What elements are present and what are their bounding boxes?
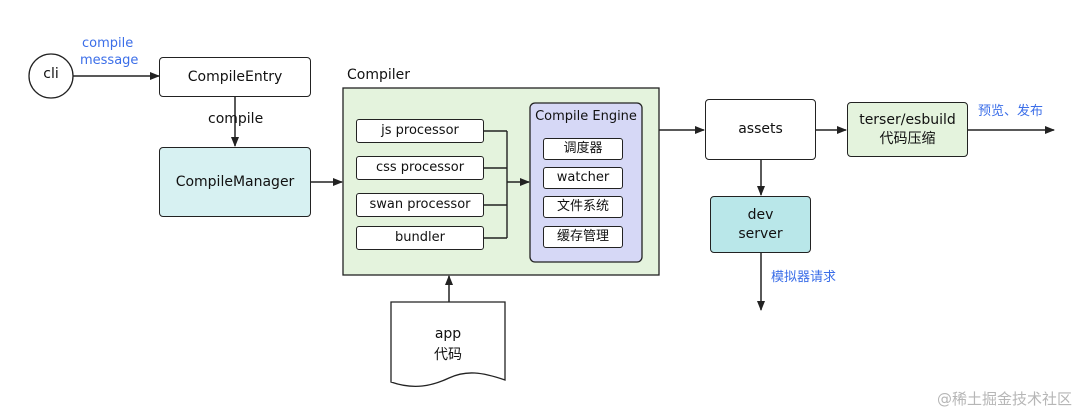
compile-engine-title: Compile Engine [535, 109, 637, 124]
processor-js-label: js processor [381, 123, 459, 139]
engine-item-cache: 缓存管理 [543, 226, 623, 248]
processor-css-label: css processor [375, 160, 465, 176]
assets-label: assets [738, 121, 783, 138]
processor-js: js processor [356, 119, 484, 143]
edge-label-simulator-request: 模拟器请求 [771, 270, 837, 285]
engine-item-scheduler-label: 调度器 [563, 141, 603, 157]
assets-box: assets [705, 99, 816, 160]
engine-item-scheduler: 调度器 [543, 138, 623, 160]
compile-entry-label: CompileEntry [187, 68, 283, 85]
dev-server-label-line1: dev [747, 206, 774, 223]
edge-label-preview-publish: 预览、发布 [978, 104, 1044, 119]
minify-label-line1: terser/esbuild [859, 111, 956, 128]
edge-label-message: message [80, 53, 139, 68]
engine-item-cache-label: 缓存管理 [556, 229, 609, 245]
engine-item-watcher: watcher [543, 167, 623, 189]
compile-entry-box: CompileEntry [159, 57, 311, 97]
compile-manager-label: CompileManager [175, 173, 295, 190]
compile-manager-box: CompileManager [159, 147, 311, 217]
dev-server-label-line2: server [738, 225, 783, 242]
processor-connectors [484, 130, 508, 239]
edge-label-entry-compile: compile [208, 111, 264, 127]
processor-swan: swan processor [356, 193, 484, 217]
app-code-label-line2: 代码 [434, 347, 462, 363]
dev-server-box: dev server [710, 196, 811, 253]
watermark: @稀土掘金技术社区 [936, 390, 1072, 408]
app-code-document [390, 301, 506, 388]
edge-label-compile: compile [82, 36, 134, 51]
processor-bundler: bundler [356, 226, 484, 250]
engine-item-watcher-label: watcher [556, 170, 610, 186]
processor-css: css processor [356, 156, 484, 180]
processor-swan-label: swan processor [369, 197, 471, 213]
compiler-title: Compiler [347, 67, 411, 83]
cli-node-label: cli [43, 66, 59, 82]
engine-item-filesystem: 文件系统 [543, 196, 623, 218]
minify-label-line2: 代码压缩 [879, 130, 936, 147]
engine-item-filesystem-label: 文件系统 [556, 199, 609, 215]
processor-bundler-label: bundler [395, 230, 445, 246]
minify-box: terser/esbuild 代码压缩 [847, 102, 968, 157]
app-code-label-line1: app [434, 326, 462, 342]
